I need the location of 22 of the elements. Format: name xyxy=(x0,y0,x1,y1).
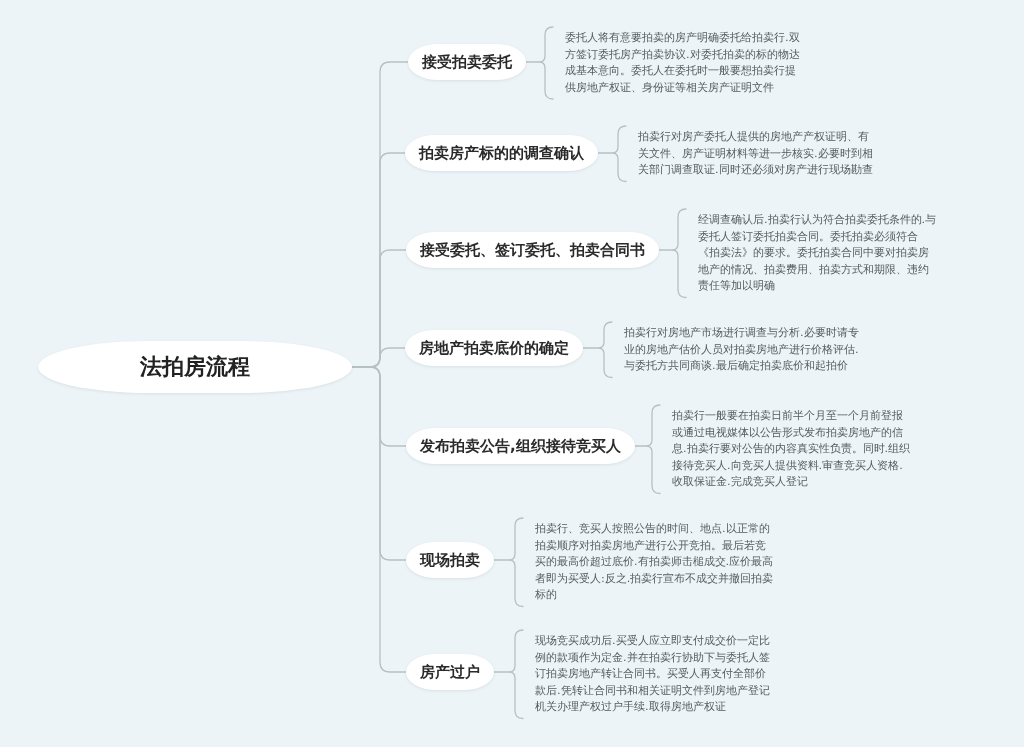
brace-connector xyxy=(493,517,524,608)
brace-connector xyxy=(634,404,661,495)
step-pill: 接受拍卖委托 xyxy=(408,44,526,80)
step-pill: 接受委托、签订委托、拍卖合同书 xyxy=(406,232,659,268)
step-pill: 拍卖房产标的的调查确认 xyxy=(405,135,598,171)
brace-connector xyxy=(525,26,554,100)
brace-connector xyxy=(597,125,627,183)
step-description: 委托人将有意要拍卖的房产明确委托给拍卖行.双方签订委托房产拍卖协议.对委托拍卖的标的物达成基本意向。委托人在委托时一般要想拍卖行提供房地产权证、身份证等相关房产证明文件 xyxy=(553,27,807,99)
brace-connector xyxy=(582,321,613,379)
root-topic-pill: 法拍房流程 xyxy=(38,341,352,393)
step-description: 拍卖行对房地产市场进行调查与分析.必要时请专业的房地产估价人员对拍卖房地产进行价格评估.与委托方共同商谈.最后确定拍卖底价和起拍价 xyxy=(612,322,866,378)
step-pill: 房地产拍卖底价的确定 xyxy=(405,330,583,366)
step-pill: 房产过户 xyxy=(406,654,494,690)
brace-connector xyxy=(493,629,524,720)
step-pill: 现场拍卖 xyxy=(406,542,494,578)
step-description: 拍卖行、竞买人按照公告的时间、地点.以正常的拍卖顺序对拍卖房地产进行公开竞拍。最后若竞买的最高价超过底价.有拍卖师击槌成交.应价最高者即为买受人:反之.拍卖行宣布不成交并撤回拍卖标的 xyxy=(523,518,777,607)
step-pill: 发布拍卖公告,组织接待竞买人 xyxy=(406,428,635,464)
step-description: 现场竞买成功后.买受人应立即支付成交价一定比例的款项作为定金.并在拍卖行协助下与委托人签订拍卖房地产转让合同书。买受人再支付全部价款后.凭转让合同书和相关证明文件到房地产登记机关办理产权过户手续.取得房地产权证 xyxy=(523,630,777,719)
step-description: 拍卖行对房产委托人提供的房地产产权证明、有关文件、房产证明材料等进一步核实.必要时到相关部门调查取证.同时还必须对房产进行现场勘查 xyxy=(626,126,877,182)
brace-connector xyxy=(658,208,687,299)
step-description: 经调查确认后.拍卖行认为符合拍卖委托条件的.与委托人签订委托拍卖合同。委托拍卖必须符合《拍卖法》的要求。委托拍卖合同中要对拍卖房地产的情况、拍卖费用、拍卖方式和期限、违约责任等加以明确 xyxy=(686,209,939,298)
step-description: 拍卖行一般要在拍卖日前半个月至一个月前登报或通过电视媒体以公告形式发布拍卖房地产的信息.拍卖行要对公告的内容真实性负责。同时.组织接待竞买人.向竞买人提供资料.审查竞买人资格.收取保证金.完成竞买人登记 xyxy=(660,405,913,494)
